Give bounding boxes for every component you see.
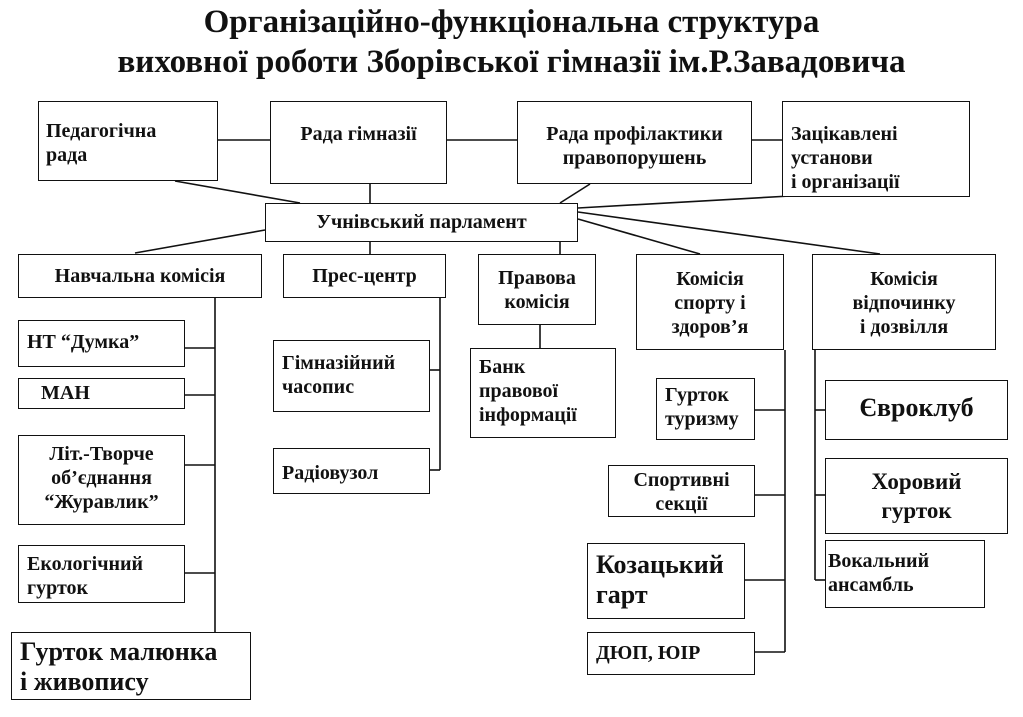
man-label: МАН bbox=[41, 382, 90, 404]
turyzm-node: Гурток туризму bbox=[656, 378, 755, 440]
sport-commission-label: Комісія спорту і здоров’я bbox=[671, 268, 749, 338]
diagram-title-line1: Організаційно-функціональна структура bbox=[203, 4, 820, 40]
sport-commission-node: Комісія спорту і здоров’я bbox=[636, 254, 784, 350]
pravova-commission-node: Правова комісія bbox=[478, 254, 596, 325]
man-node: МАН bbox=[18, 378, 185, 409]
zatsikavleni-node: Зацікавлені установи і організації bbox=[782, 101, 970, 197]
ped-rada-label: Педагогічна рада bbox=[46, 120, 157, 166]
dyup-label: ДЮП, ЮІР bbox=[596, 642, 701, 664]
parliament-node: Учнівський парламент bbox=[265, 203, 578, 242]
sektsii-label: Спортивні секції bbox=[633, 469, 730, 515]
dumka-label: НТ “Думка” bbox=[27, 331, 140, 353]
zatsikavleni-label: Зацікавлені установи і організації bbox=[791, 123, 900, 193]
pres-centr-label: Прес-центр bbox=[312, 265, 417, 287]
bank-label: Банк правової інформації bbox=[479, 356, 577, 426]
rada-profilaktyky-label: Рада профілактики правопорушень bbox=[546, 123, 723, 169]
dyup-node: ДЮП, ЮІР bbox=[587, 632, 755, 675]
radiovuzol-label: Радіовузол bbox=[282, 462, 379, 484]
khorovyi-label: Хоровий гурток bbox=[871, 469, 962, 523]
parliament-label: Учнівський парламент bbox=[316, 211, 527, 233]
malyunok-node: Гурток малюнка і живопису bbox=[11, 632, 251, 700]
rada-gimnazii-node: Рада гімназії bbox=[270, 101, 447, 184]
radiovuzol-node: Радіовузол bbox=[273, 448, 430, 494]
malyunok-label: Гурток малюнка і живопису bbox=[20, 637, 218, 696]
bank-node: Банк правової інформації bbox=[470, 348, 616, 438]
navchalna-commission-label: Навчальна комісія bbox=[54, 265, 226, 287]
kozatskyi-node: Козацький гарт bbox=[587, 543, 745, 619]
pravova-commission-label: Правова комісія bbox=[498, 267, 576, 313]
dozvillia-commission-node: Комісія відпочинку і дозвілля bbox=[812, 254, 996, 350]
dumka-node: НТ “Думка” bbox=[18, 320, 185, 367]
ekolog-node: Екологічний гурток bbox=[18, 545, 185, 603]
rada-profilaktyky-node: Рада профілактики правопорушень bbox=[517, 101, 752, 184]
zhuravlyk-label: Літ.-Творче об’єднання “Журавлик” bbox=[44, 443, 159, 513]
kozatskyi-label: Козацький гарт bbox=[596, 550, 724, 609]
ekolog-label: Екологічний гурток bbox=[27, 553, 144, 599]
evroklub-node: Євроклуб bbox=[825, 380, 1008, 440]
zhuravlyk-node: Літ.-Творче об’єднання “Журавлик” bbox=[18, 435, 185, 525]
chasopys-node: Гімназійний часопис bbox=[273, 340, 430, 412]
evroklub-label: Євроклуб bbox=[859, 393, 974, 422]
khorovyi-node: Хоровий гурток bbox=[825, 458, 1008, 534]
navchalna-commission-node: Навчальна комісія bbox=[18, 254, 262, 298]
sektsii-node: Спортивні секції bbox=[608, 465, 755, 517]
ped-rada-frame bbox=[38, 101, 218, 181]
chasopys-label: Гімназійний часопис bbox=[282, 352, 396, 398]
rada-gimnazii-label: Рада гімназії bbox=[300, 123, 417, 145]
dozvillia-commission-label: Комісія відпочинку і дозвілля bbox=[852, 268, 956, 338]
ped-rada-node: Педагогічна рада bbox=[38, 101, 218, 181]
vokalnyi-label: Вокальний ансамбль bbox=[828, 550, 930, 596]
pres-centr-node: Прес-центр bbox=[283, 254, 446, 298]
diagram-title-line2: виховної роботи Зборівської гімназії ім.… bbox=[117, 44, 906, 80]
vokalnyi-node: Вокальний ансамбль bbox=[825, 540, 985, 608]
turyzm-label: Гурток туризму bbox=[665, 384, 739, 430]
